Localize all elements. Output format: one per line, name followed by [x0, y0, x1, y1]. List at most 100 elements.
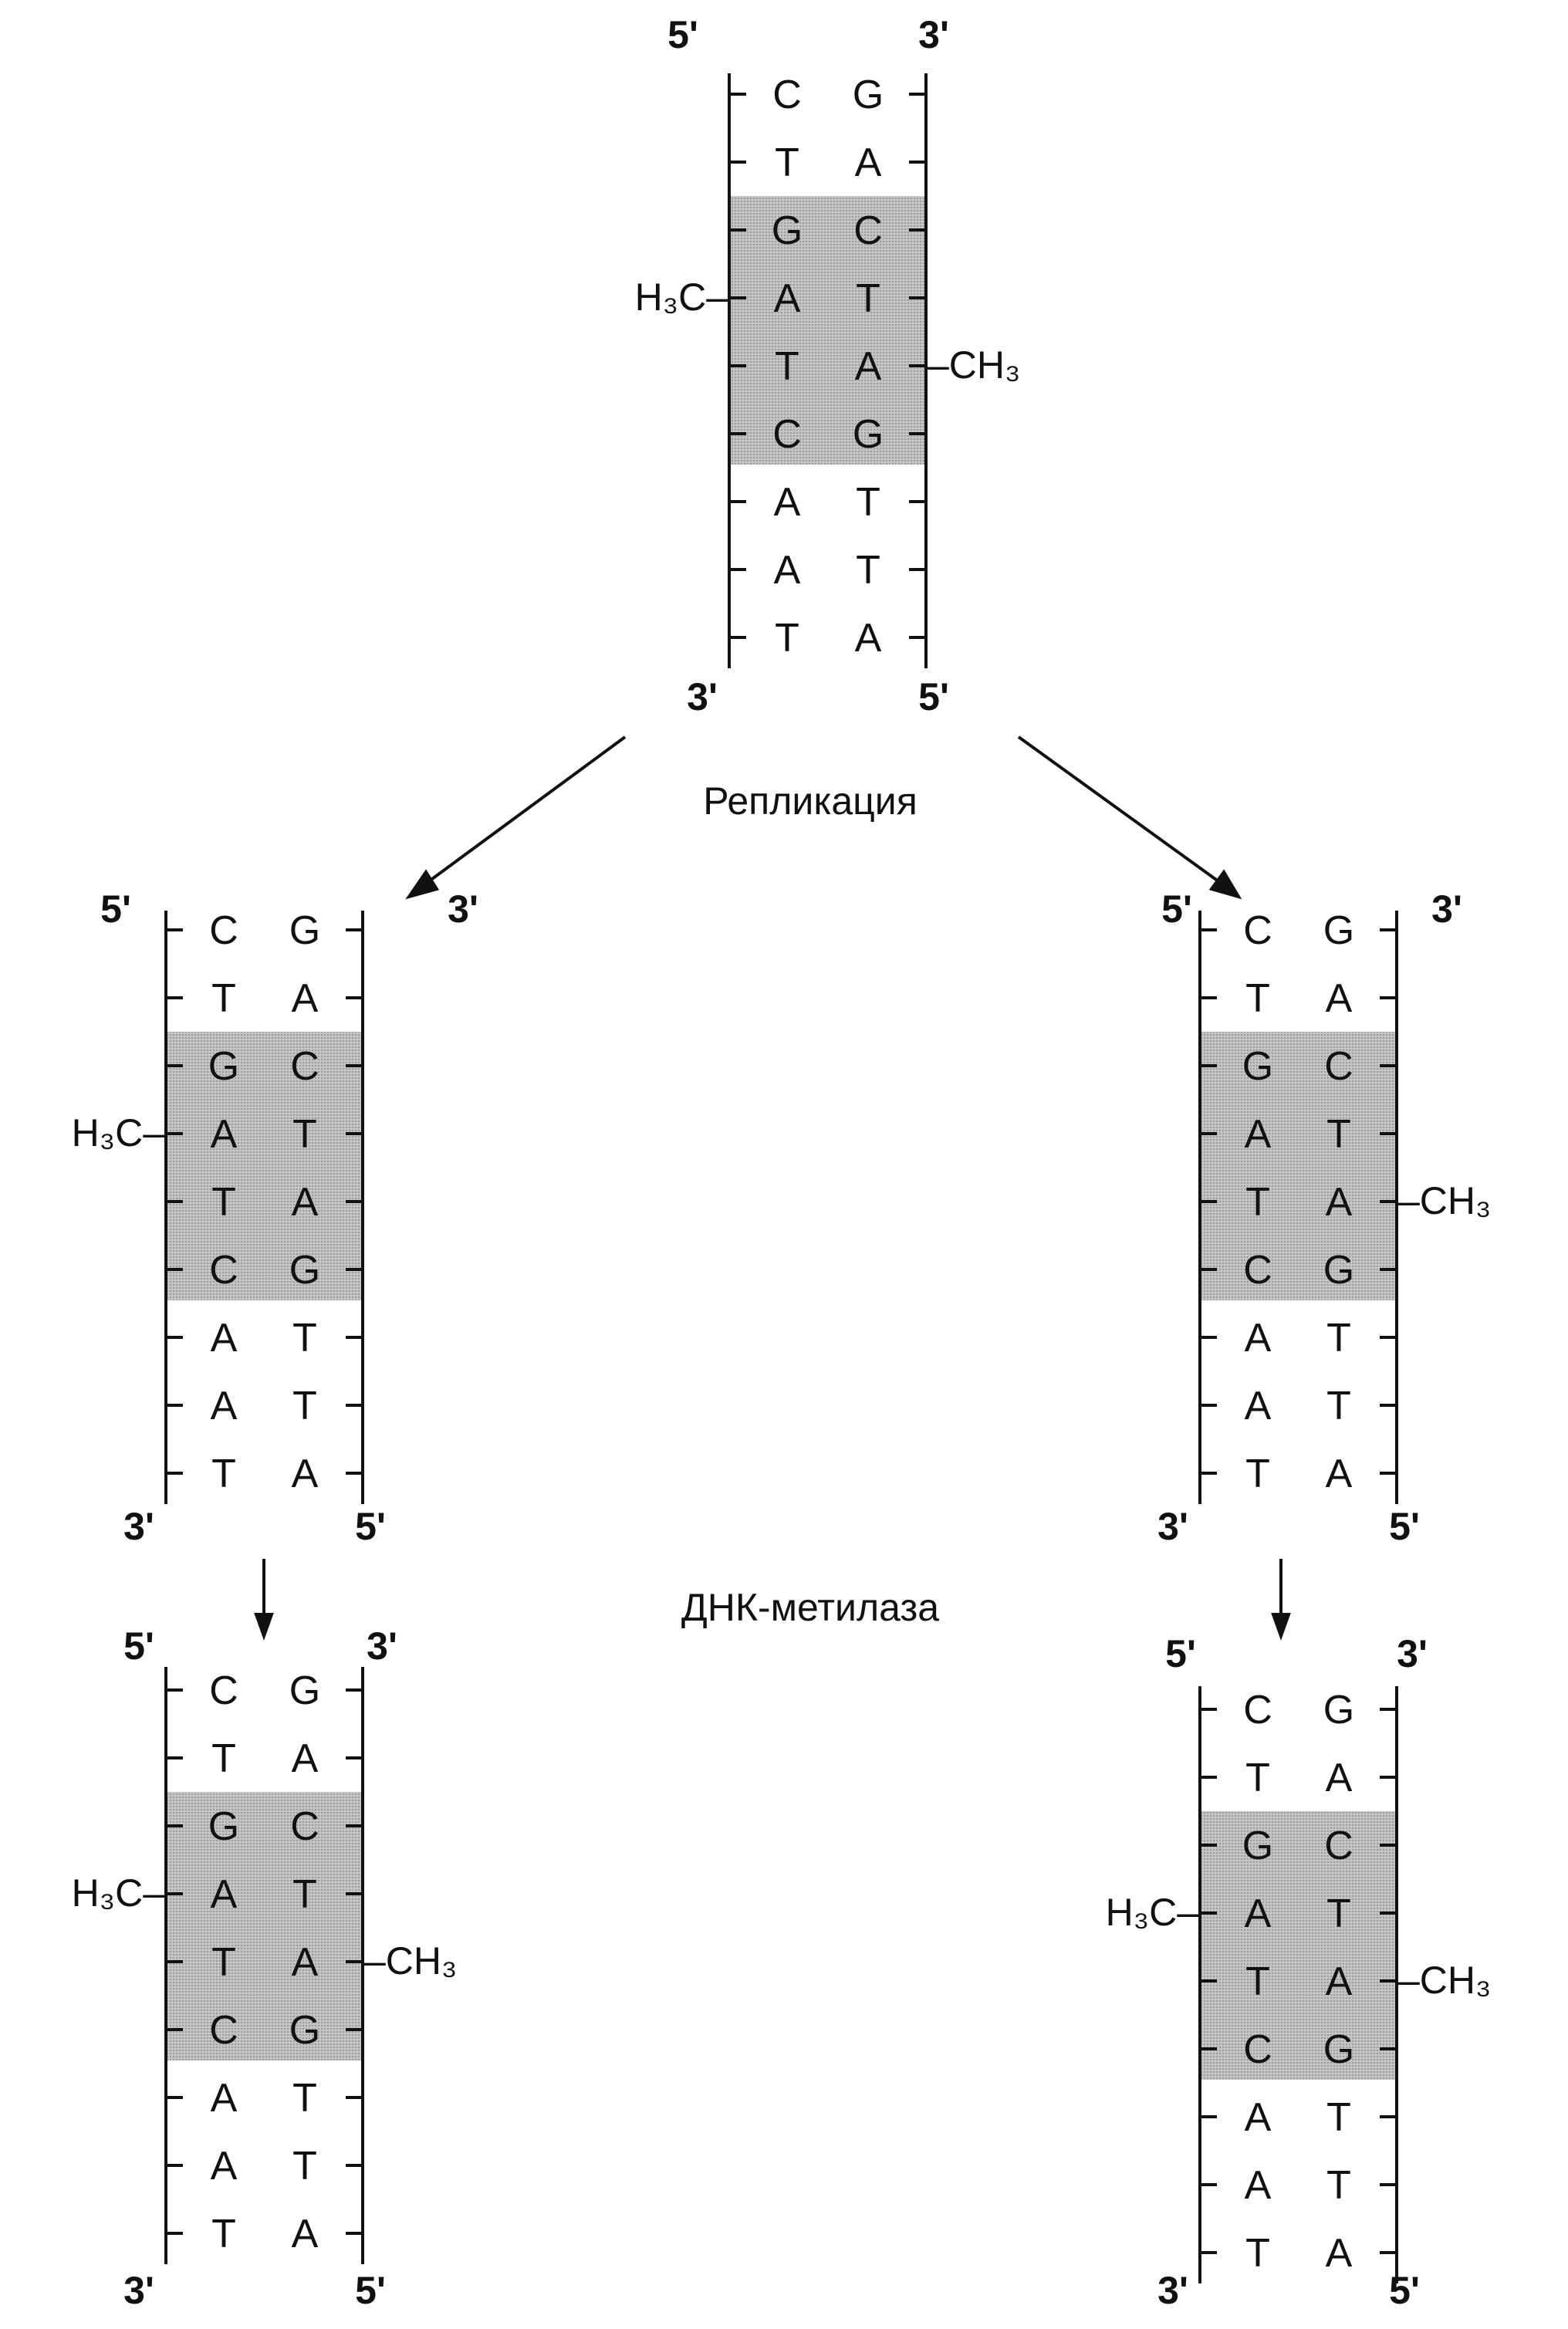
- three-prime-label: 3': [1157, 1505, 1188, 1548]
- base-left: C: [772, 412, 802, 457]
- base-left: A: [774, 480, 801, 525]
- five-prime-label: 5': [355, 1505, 386, 1548]
- base-left: C: [1243, 908, 1272, 953]
- base-left: G: [1242, 1044, 1273, 1089]
- five-prime-label: 5': [667, 13, 698, 56]
- five-prime-label: 5': [355, 2269, 386, 2312]
- methyl-group-left: H₃C–: [635, 275, 728, 319]
- five-prime-label: 5': [1165, 1632, 1196, 1675]
- base-left: A: [1245, 2095, 1272, 2140]
- base-left: T: [1245, 2231, 1270, 2276]
- base-left: T: [211, 1452, 236, 1496]
- base-right: G: [853, 73, 884, 117]
- base-right: A: [1326, 2231, 1353, 2276]
- base-right: C: [853, 208, 883, 253]
- base-right: T: [1326, 2095, 1351, 2140]
- base-right: G: [289, 908, 320, 953]
- base-right: A: [1326, 1452, 1353, 1496]
- three-prime-label: 3': [123, 1505, 154, 1548]
- base-right: T: [1326, 1891, 1351, 1936]
- base-right: A: [292, 1940, 319, 1985]
- methyl-group-right: –CH₃: [928, 343, 1020, 387]
- base-right: A: [292, 976, 319, 1021]
- base-left: T: [775, 140, 799, 185]
- base-right: A: [1326, 1756, 1353, 1800]
- replication-arrow-right: [1017, 735, 1242, 900]
- three-prime-label: 3': [1157, 2269, 1188, 2312]
- base-left: G: [772, 208, 803, 253]
- five-prime-label: 5': [1389, 2269, 1420, 2312]
- base-left: A: [1245, 1891, 1272, 1936]
- base-right: C: [290, 1044, 319, 1089]
- base-left: A: [1245, 1112, 1272, 1157]
- replication-arrow-left: [405, 735, 627, 900]
- five-prime-label: 5': [123, 1624, 154, 1668]
- base-right: A: [855, 140, 882, 185]
- methyl-group-right: –CH₃: [1398, 1959, 1491, 2002]
- base-left: A: [211, 1316, 238, 1361]
- base-right: T: [1326, 1112, 1351, 1157]
- base-right: A: [1326, 1959, 1353, 2004]
- methylase-arrow-right: [1271, 1559, 1291, 1641]
- base-right: G: [1323, 1688, 1354, 1732]
- base-left: T: [775, 344, 799, 389]
- replication-label: Репликация: [703, 779, 917, 823]
- base-left: A: [211, 1112, 238, 1157]
- base-left: C: [209, 908, 238, 953]
- base-left: T: [211, 2212, 236, 2256]
- base-right: T: [292, 2144, 317, 2189]
- base-right: A: [855, 344, 882, 389]
- base-left: T: [1245, 1756, 1270, 1800]
- base-left: A: [211, 1384, 238, 1428]
- recognition-site-shading: [731, 196, 924, 465]
- base-right: C: [1324, 1044, 1353, 1089]
- base-left: T: [1245, 976, 1270, 1021]
- base-left: T: [1245, 1959, 1270, 2004]
- base-right: G: [853, 412, 884, 457]
- base-right: T: [1326, 1384, 1351, 1428]
- base-right: G: [1323, 2027, 1354, 2072]
- base-left: G: [208, 1804, 239, 1849]
- base-right: A: [292, 1452, 319, 1496]
- five-prime-label: 5': [918, 675, 949, 718]
- base-left: C: [772, 73, 802, 117]
- base-left: T: [211, 1940, 236, 1985]
- base-right: G: [1323, 1248, 1354, 1293]
- base-right: T: [292, 1316, 317, 1361]
- methyl-group-left: H₃C–: [72, 1111, 165, 1154]
- methyl-group-left: H₃C–: [1106, 1891, 1199, 1934]
- recognition-site-shading: [167, 1792, 361, 2060]
- base-left: C: [209, 2008, 238, 2053]
- base-right: A: [1326, 1180, 1353, 1225]
- base-right: T: [856, 548, 880, 593]
- recognition-site-shading: [1201, 1032, 1395, 1300]
- three-prime-label: 3': [123, 2269, 154, 2312]
- base-left: C: [1243, 1248, 1272, 1293]
- base-right: A: [292, 1736, 319, 1781]
- base-right: T: [292, 2076, 317, 2121]
- three-prime-label: 3': [367, 1624, 397, 1668]
- base-left: G: [208, 1044, 239, 1089]
- base-right: G: [289, 1248, 320, 1293]
- base-left: C: [1243, 1688, 1272, 1732]
- base-right: C: [1324, 1824, 1353, 1868]
- base-left: A: [1245, 1316, 1272, 1361]
- methylase-arrow-left: [254, 1559, 274, 1641]
- three-prime-label: 3': [448, 887, 478, 931]
- base-left: C: [209, 1668, 238, 1713]
- recognition-site-shading: [1201, 1811, 1395, 2080]
- base-left: C: [209, 1248, 238, 1293]
- base-left: T: [1245, 1180, 1270, 1225]
- base-left: A: [211, 1872, 238, 1917]
- base-right: G: [1323, 908, 1354, 953]
- five-prime-label: 5': [1161, 887, 1192, 931]
- methylase-label: ДНК-метилаза: [681, 1586, 939, 1629]
- base-left: T: [211, 976, 236, 1021]
- base-left: C: [1243, 2027, 1272, 2072]
- base-right: T: [1326, 1316, 1351, 1361]
- base-right: A: [292, 1180, 319, 1225]
